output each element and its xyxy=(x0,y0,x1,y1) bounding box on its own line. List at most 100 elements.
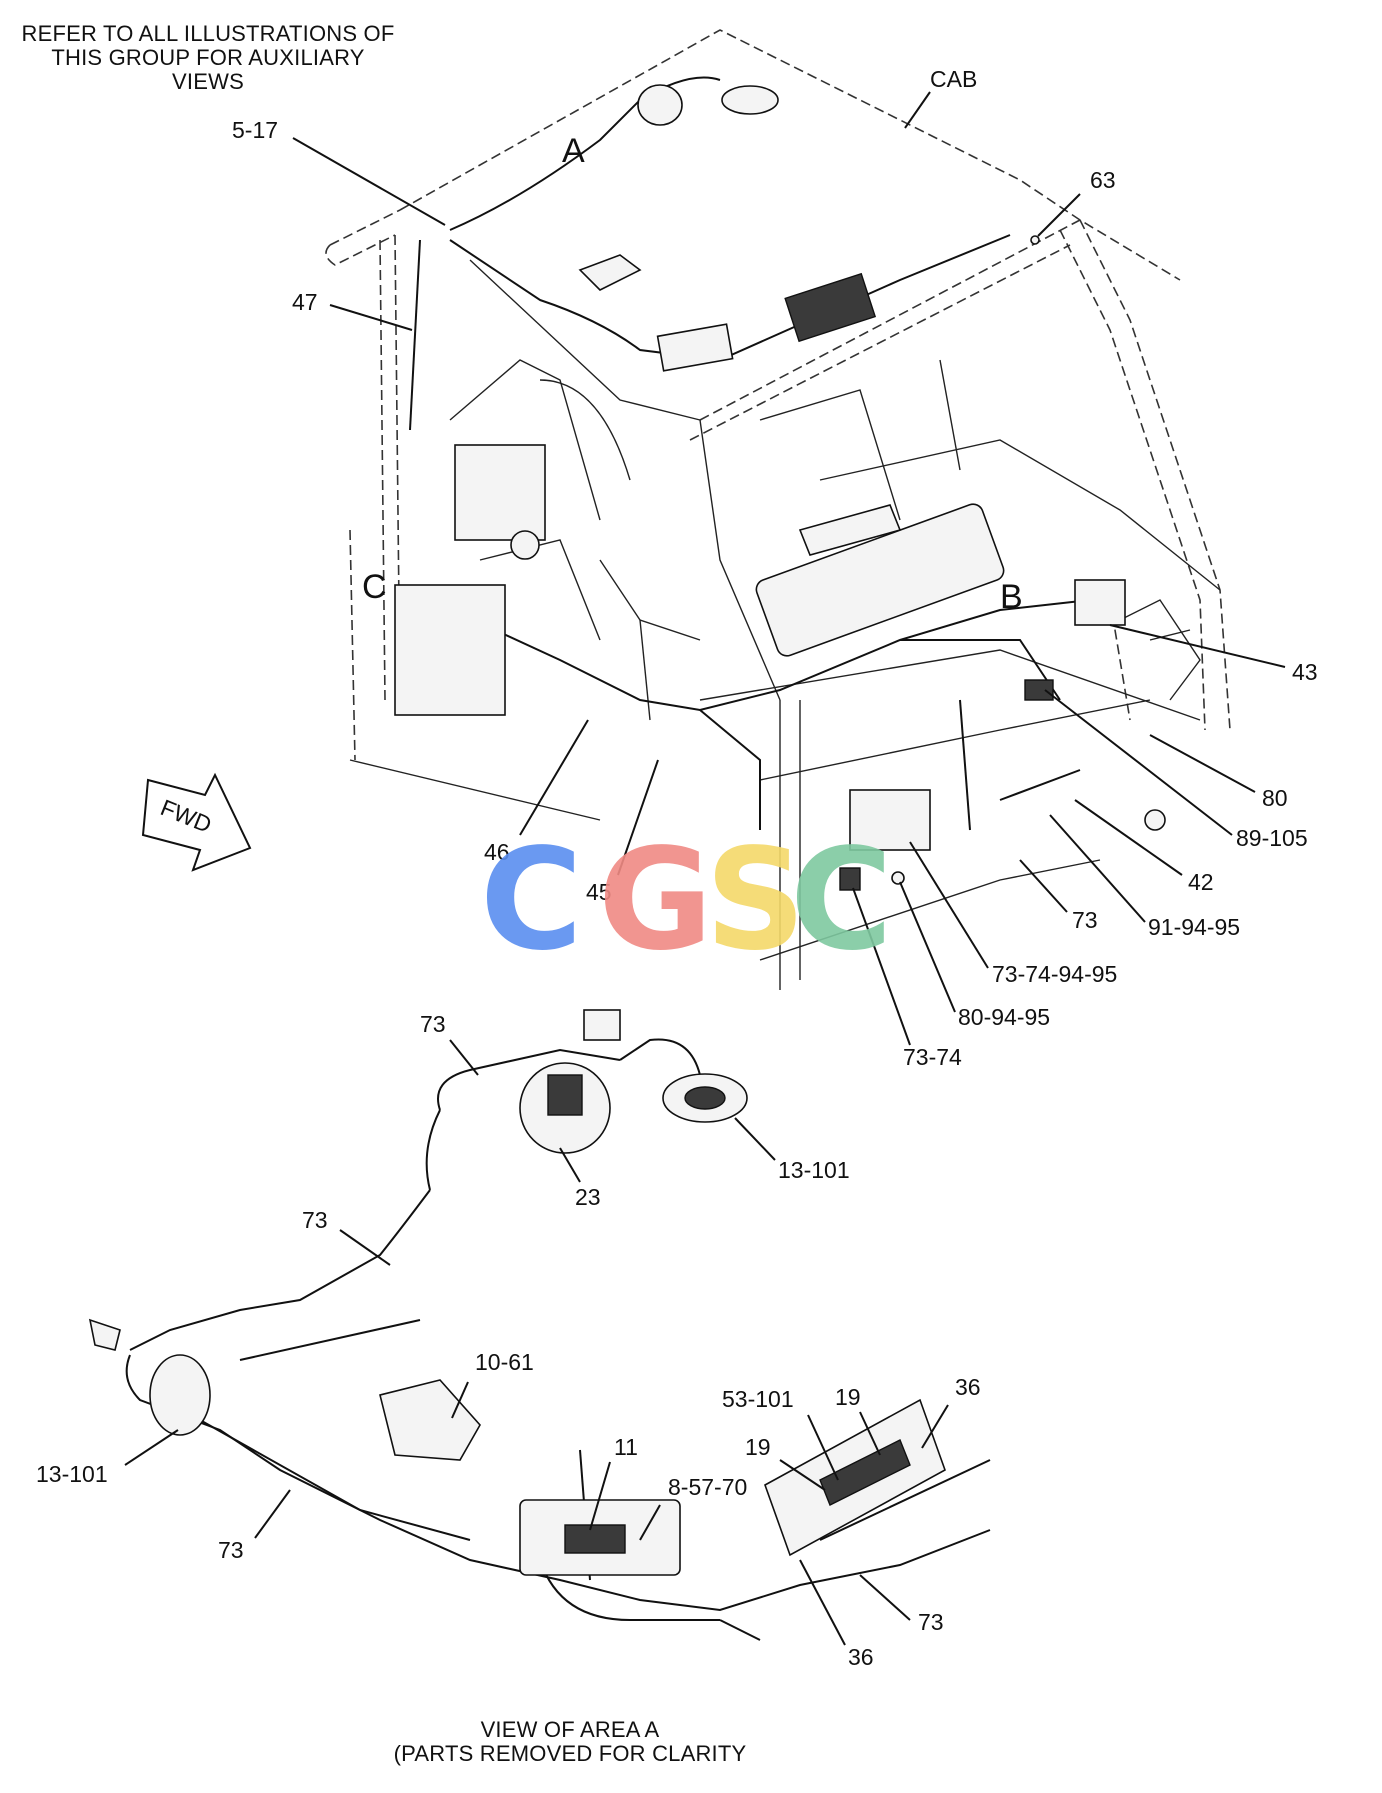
callout-cab: CAB xyxy=(930,66,977,92)
header-note: REFER TO ALL ILLUSTRATIONS OF THIS GROUP… xyxy=(18,22,398,94)
dash-connector xyxy=(798,504,902,556)
switch-cluster-detail xyxy=(819,1439,911,1506)
callout-47: 47 xyxy=(292,289,318,315)
cab-lamp-detail xyxy=(379,1379,481,1461)
view-title-line-2: (PARTS REMOVED FOR CLARITY xyxy=(393,1741,747,1766)
leader-73 xyxy=(1019,859,1068,913)
relay-box xyxy=(1074,579,1126,626)
callout-46: 46 xyxy=(484,839,510,865)
area-label-b: B xyxy=(1000,578,1023,616)
dome-light-switch xyxy=(547,1074,583,1116)
leader-47 xyxy=(329,304,413,331)
speaker-cone-right xyxy=(684,1086,726,1110)
leader-detail-10-61 xyxy=(451,1381,469,1419)
leader-cab xyxy=(904,91,931,129)
view-title-line-1: VIEW OF AREA A xyxy=(480,1717,660,1742)
fwd-arrow: FWD xyxy=(141,772,252,872)
leader-detail-73-top xyxy=(449,1039,479,1076)
leader-detail-73-low xyxy=(254,1489,291,1539)
view-title: VIEW OF AREA A (PARTS REMOVED FOR CLARIT… xyxy=(370,1718,770,1766)
watermark-letter-g: G xyxy=(598,819,713,982)
cab-components xyxy=(394,84,1166,891)
callout-73: 73 xyxy=(1072,907,1098,933)
leader-detail-73-mid xyxy=(339,1229,391,1266)
leader-63 xyxy=(1037,193,1081,237)
dome-light xyxy=(637,84,683,126)
speaker-detail-left xyxy=(149,1354,211,1436)
module-knob xyxy=(510,530,540,560)
callout-91-94-95: 91-94-95 xyxy=(1148,914,1240,940)
leader-43 xyxy=(1109,624,1286,668)
cab-outline xyxy=(325,29,1231,761)
leader-73-74 xyxy=(852,887,911,1046)
area-label-a: A xyxy=(562,132,585,170)
connector-89-105 xyxy=(1024,679,1054,701)
callout-detail-10-61: 10-61 xyxy=(475,1349,534,1375)
callout-detail-19-a: 19 xyxy=(835,1384,861,1410)
fwd-label: FWD xyxy=(157,794,215,838)
callout-detail-19-b: 19 xyxy=(745,1434,771,1460)
leader-42 xyxy=(1074,799,1183,876)
callout-detail-73-low: 73 xyxy=(218,1537,244,1563)
header-note-line-2: THIS GROUP FOR AUXILIARY VIEWS xyxy=(51,45,365,94)
cab-lamp xyxy=(578,254,642,291)
watermark-letter-s: S xyxy=(705,819,806,982)
switch-panel xyxy=(784,272,877,343)
connector-left xyxy=(88,1318,121,1351)
leader-detail-23 xyxy=(559,1147,581,1183)
callout-73-74: 73-74 xyxy=(903,1044,962,1070)
leader-detail-19-a xyxy=(859,1411,881,1456)
leader-80-94-95 xyxy=(899,881,956,1013)
ecm-box xyxy=(394,584,506,716)
detail-callouts: 73 13-101 23 73 10-61 13-101 73 11 8-57-… xyxy=(36,1011,981,1670)
connector-73-74 xyxy=(839,867,861,891)
callout-detail-8-57-70: 8-57-70 xyxy=(668,1474,747,1500)
leader-detail-36-top xyxy=(921,1404,949,1449)
leader-detail-13-101-right xyxy=(734,1117,776,1161)
plug-63 xyxy=(1030,235,1040,245)
ground-stud xyxy=(1144,809,1166,831)
harness-connector-top xyxy=(583,1009,621,1041)
dash-panel xyxy=(755,503,1005,657)
leader-detail-53-101 xyxy=(807,1414,839,1481)
main-harness xyxy=(409,76,1091,831)
callout-73-74-94-95: 73-74-94-95 xyxy=(992,961,1117,987)
watermark-letter-c2: C xyxy=(790,819,893,982)
leader-73-74-94-95 xyxy=(909,841,989,969)
leader-89-105 xyxy=(1044,689,1233,836)
leader-detail-36-bottom xyxy=(799,1559,846,1646)
radio-connector-detail xyxy=(564,1524,626,1554)
leader-detail-73-right xyxy=(859,1574,911,1621)
callout-63: 63 xyxy=(1090,167,1116,193)
cab-speaker xyxy=(721,85,779,115)
leader-80 xyxy=(1149,734,1256,793)
control-module xyxy=(454,444,546,541)
callout-detail-23: 23 xyxy=(575,1184,601,1210)
callout-detail-36-top: 36 xyxy=(955,1374,981,1400)
callout-detail-13-101-right: 13-101 xyxy=(778,1157,850,1183)
leader-detail-8-57-70 xyxy=(639,1504,661,1541)
callout-detail-73-mid: 73 xyxy=(302,1207,328,1233)
watermark: C G S C xyxy=(480,819,893,982)
callout-43: 43 xyxy=(1292,659,1318,685)
leader-detail-19-b xyxy=(779,1459,826,1491)
callout-detail-13-101-left: 13-101 xyxy=(36,1461,108,1487)
detail-harness xyxy=(125,1038,991,1641)
header-note-line-1: REFER TO ALL ILLUSTRATIONS OF xyxy=(21,21,395,46)
connector-80-94-95 xyxy=(891,871,905,885)
leader-5-17 xyxy=(292,137,446,226)
leader-detail-13-101-left xyxy=(124,1429,179,1466)
callout-42: 42 xyxy=(1188,869,1214,895)
callout-5-17: 5-17 xyxy=(232,117,278,143)
switch-panel-rail xyxy=(819,1459,991,1541)
callout-80-94-95: 80-94-95 xyxy=(958,1004,1050,1030)
callout-80: 80 xyxy=(1262,785,1288,811)
leader-45 xyxy=(617,759,659,876)
callout-89-105: 89-105 xyxy=(1236,825,1308,851)
main-callouts: CAB 5-17 63 47 43 80 89-105 42 91-94-95 … xyxy=(232,66,1318,1070)
leader-detail-11 xyxy=(589,1461,611,1531)
callout-detail-73-right: 73 xyxy=(918,1609,944,1635)
callout-detail-53-101: 53-101 xyxy=(722,1386,794,1412)
panel-bracket xyxy=(849,789,931,851)
